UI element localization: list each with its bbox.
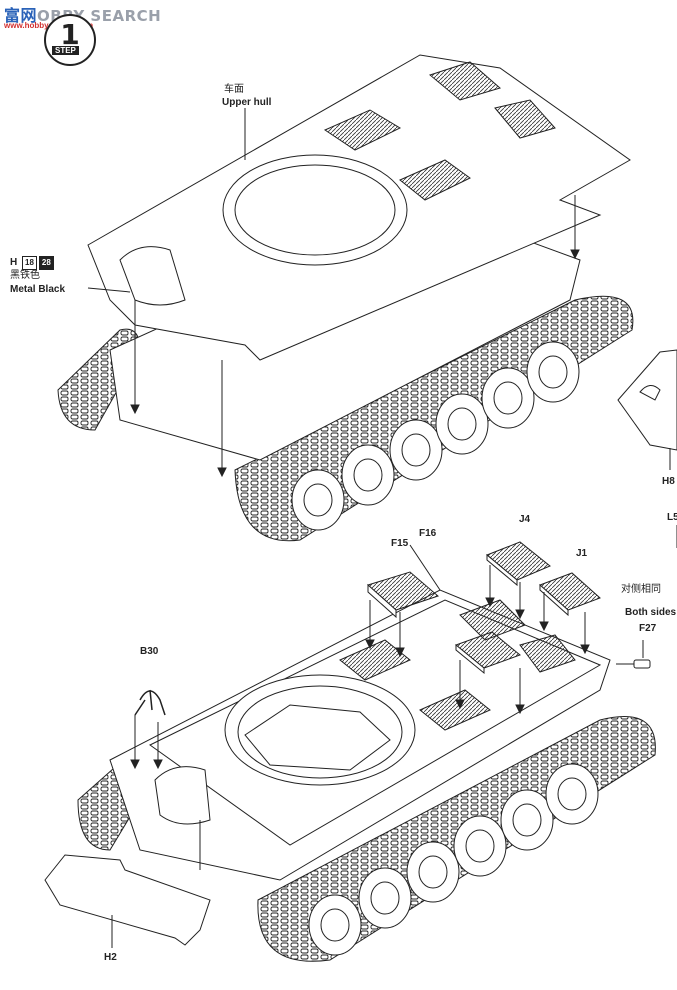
engine-grille-bottom-4: [519, 634, 576, 673]
part-j1-label: J1: [576, 548, 588, 559]
part-b30-clip: [134, 689, 166, 716]
both-sides-cn: 对侧相同: [621, 584, 661, 595]
engine-grille-top-1: [323, 109, 402, 151]
part-j4-plate: [486, 541, 551, 581]
top-hull-assembly: [57, 54, 634, 542]
paint-color-cn: 黑铁色: [10, 270, 40, 281]
engine-grille-bottom-2: [419, 689, 491, 731]
part-j1-plate: [539, 572, 601, 611]
brand-cn-2: 网: [20, 6, 38, 25]
engine-grille-top-2: [399, 159, 471, 201]
paint-color-en: Metal Black: [10, 284, 66, 295]
part-j4-label: J4: [519, 514, 531, 525]
part-f27-label: F27: [639, 623, 657, 634]
part-l5-label: L5: [667, 512, 677, 523]
road-wheels-top: [291, 341, 580, 531]
step-number: 1: [60, 18, 80, 51]
part-h2-label: H2: [104, 952, 117, 963]
part-h2-plate: [44, 854, 211, 946]
engine-grille-bottom-3: [459, 599, 526, 641]
upper-hull-label-cn: 车面: [224, 84, 244, 95]
paint-code-b: 28: [38, 256, 54, 270]
brand-watermark: 富网OBBY SEARCH: [4, 2, 161, 26]
assembly-arrows-top: [130, 195, 580, 478]
part-b30-label: B30: [140, 646, 159, 657]
paint-part-id: H: [10, 257, 18, 268]
front-plate-top: [119, 246, 186, 306]
engine-grille-top-4: [494, 99, 556, 139]
grille-plates: [367, 541, 601, 675]
assembly-arrows-bottom: [111, 544, 644, 948]
part-h8-label: H8: [662, 476, 675, 487]
road-wheels-bottom: [308, 763, 599, 956]
part-f15-label: F15: [391, 538, 409, 549]
part-f16-label: F16: [419, 528, 437, 539]
step-word: STEP: [52, 46, 79, 55]
part-h8-fragment: [617, 349, 677, 548]
engine-grille-top-3: [428, 61, 502, 101]
paint-code-a: 18: [22, 256, 37, 270]
both-sides-en: Both sides: [625, 607, 677, 618]
metal-black-leader: [87, 287, 131, 293]
step-badge: 1 STEP: [44, 14, 96, 66]
upper-hull-label-en: Upper hull: [222, 97, 272, 108]
brand-cn-1: 富: [4, 6, 21, 25]
part-f27-pin: [616, 659, 651, 669]
